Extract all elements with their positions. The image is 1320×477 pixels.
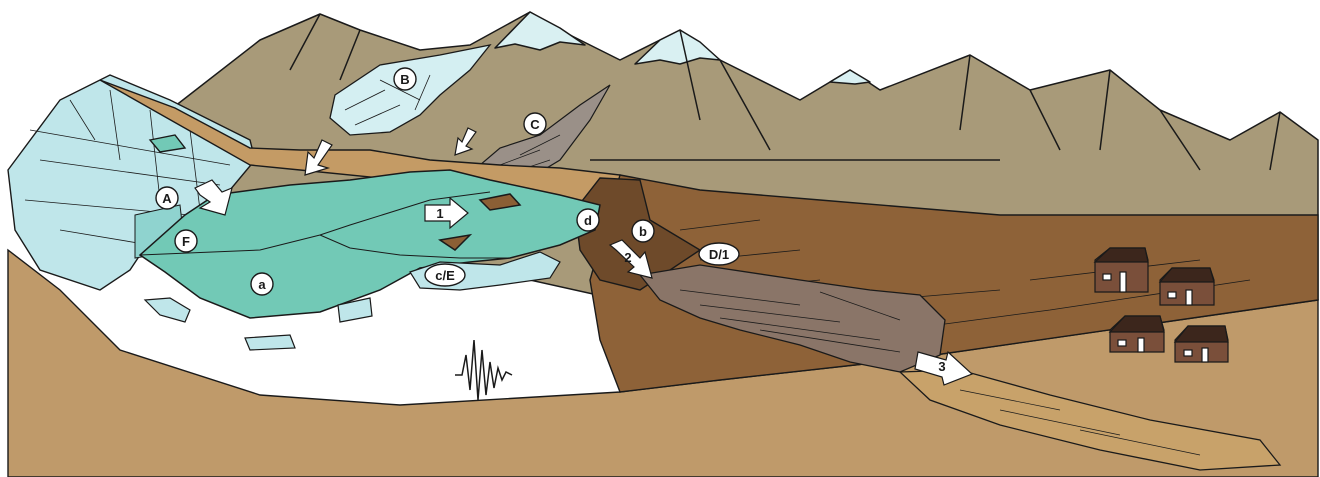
- label-f: F: [182, 234, 190, 249]
- seismic-wave-icon: [455, 340, 512, 400]
- label-d1: D/1: [709, 247, 729, 262]
- label-a-lake: a: [258, 277, 266, 292]
- label-ce: c/E: [435, 268, 455, 283]
- snow-cap-3: [830, 70, 870, 84]
- house-icon: [1160, 268, 1214, 305]
- label-d: d: [584, 213, 592, 228]
- label-b-breach: b: [639, 224, 647, 239]
- house-icon: [1095, 248, 1148, 292]
- arrow-label-3: 3: [938, 359, 945, 374]
- label-a-upper: A: [162, 191, 172, 206]
- arrow-label-2: 2: [624, 250, 631, 265]
- arrow-label-1: 1: [436, 206, 443, 221]
- house-icon: [1175, 326, 1228, 362]
- label-b: B: [400, 72, 409, 87]
- label-c: C: [530, 117, 540, 132]
